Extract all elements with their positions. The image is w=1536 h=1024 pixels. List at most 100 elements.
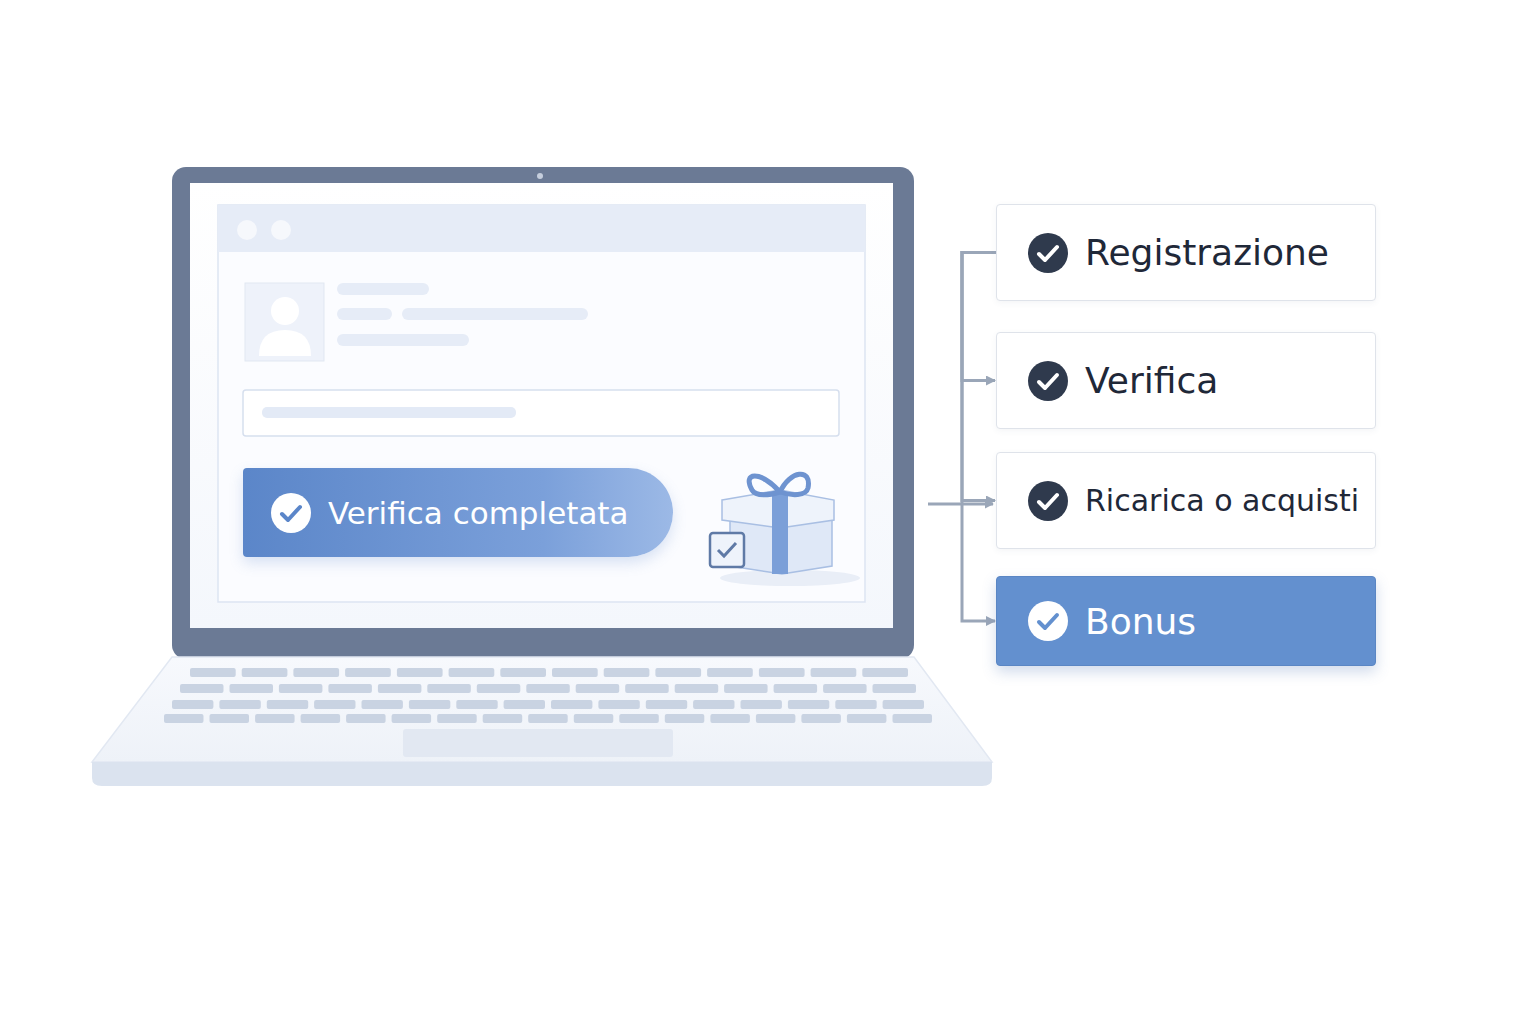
key	[190, 668, 236, 677]
process-step: Registrazione	[996, 204, 1376, 301]
flow-connector	[962, 253, 996, 622]
check-circle	[1028, 233, 1068, 273]
browser-bar	[218, 205, 865, 252]
key	[526, 684, 570, 693]
avatar-frame	[245, 283, 324, 361]
gift-ribbon	[772, 492, 788, 574]
node-label: Verifica	[1085, 360, 1218, 401]
key	[862, 668, 908, 677]
browser-dot	[237, 220, 257, 240]
screen-bezel	[172, 167, 914, 659]
check-circle	[1028, 361, 1068, 401]
key	[756, 714, 796, 723]
avatar-head	[271, 297, 299, 325]
key	[409, 700, 450, 709]
key	[759, 668, 805, 677]
check-mark	[282, 507, 300, 520]
key	[362, 700, 403, 709]
key	[604, 668, 650, 677]
text-line	[337, 334, 469, 346]
key	[811, 668, 857, 677]
key	[437, 714, 477, 723]
key	[655, 668, 701, 677]
camera	[537, 173, 543, 179]
key	[576, 684, 620, 693]
key	[267, 700, 308, 709]
input-field	[243, 390, 839, 436]
key	[693, 700, 734, 709]
key	[164, 714, 204, 723]
key	[551, 700, 592, 709]
key	[397, 668, 443, 677]
screen	[190, 183, 893, 628]
key	[230, 684, 274, 693]
text-line	[402, 308, 588, 320]
gift-bow	[749, 474, 808, 495]
key	[873, 684, 917, 693]
key	[774, 684, 818, 693]
key	[219, 700, 260, 709]
check-circle	[1028, 601, 1068, 641]
key	[172, 700, 213, 709]
key	[675, 684, 719, 693]
key	[483, 714, 523, 723]
check-mark	[1039, 375, 1057, 388]
check-mark	[1039, 615, 1057, 628]
key	[835, 700, 876, 709]
flow-connector	[962, 253, 996, 501]
check-circle	[1028, 481, 1068, 521]
avatar-body	[259, 330, 311, 356]
keyboard	[164, 668, 932, 723]
check-icon	[1027, 600, 1069, 642]
key	[574, 714, 614, 723]
status-button: Verifica completata	[243, 468, 673, 557]
key	[427, 684, 471, 693]
key	[328, 684, 372, 693]
key	[823, 684, 867, 693]
key	[242, 668, 288, 677]
key	[378, 684, 422, 693]
browser-dot	[271, 220, 291, 240]
key	[801, 714, 841, 723]
check-icon	[1027, 480, 1069, 522]
key	[646, 700, 687, 709]
checkbox	[710, 533, 744, 567]
key	[598, 700, 639, 709]
key	[741, 700, 782, 709]
check-mark	[1039, 247, 1057, 260]
key	[293, 668, 339, 677]
key	[477, 684, 521, 693]
key	[456, 700, 497, 709]
key	[847, 714, 887, 723]
key	[500, 668, 546, 677]
key	[255, 714, 295, 723]
key	[345, 668, 391, 677]
highlight-step: Bonus	[996, 576, 1376, 666]
process-step: Verifica	[996, 332, 1376, 429]
key	[710, 714, 750, 723]
key	[180, 684, 224, 693]
key	[625, 684, 669, 693]
key	[883, 700, 924, 709]
text-line	[337, 308, 392, 320]
key	[893, 714, 933, 723]
check-mark	[1039, 495, 1057, 508]
check-icon	[270, 492, 312, 534]
check-icon	[1027, 360, 1069, 402]
key	[392, 714, 432, 723]
key	[619, 714, 659, 723]
flow-connector	[962, 253, 996, 381]
key	[314, 700, 355, 709]
key	[279, 684, 323, 693]
text-line	[337, 283, 429, 295]
check-circle	[271, 493, 311, 533]
laptop-base	[92, 657, 992, 762]
key	[788, 700, 829, 709]
node-label: Ricarica o acquisti	[1085, 483, 1359, 518]
node-label: Verifica completata	[328, 495, 629, 531]
browser-window	[218, 205, 865, 602]
check-icon	[1027, 232, 1069, 274]
laptop-lip	[92, 762, 992, 786]
input-placeholder	[262, 407, 516, 418]
key	[707, 668, 753, 677]
